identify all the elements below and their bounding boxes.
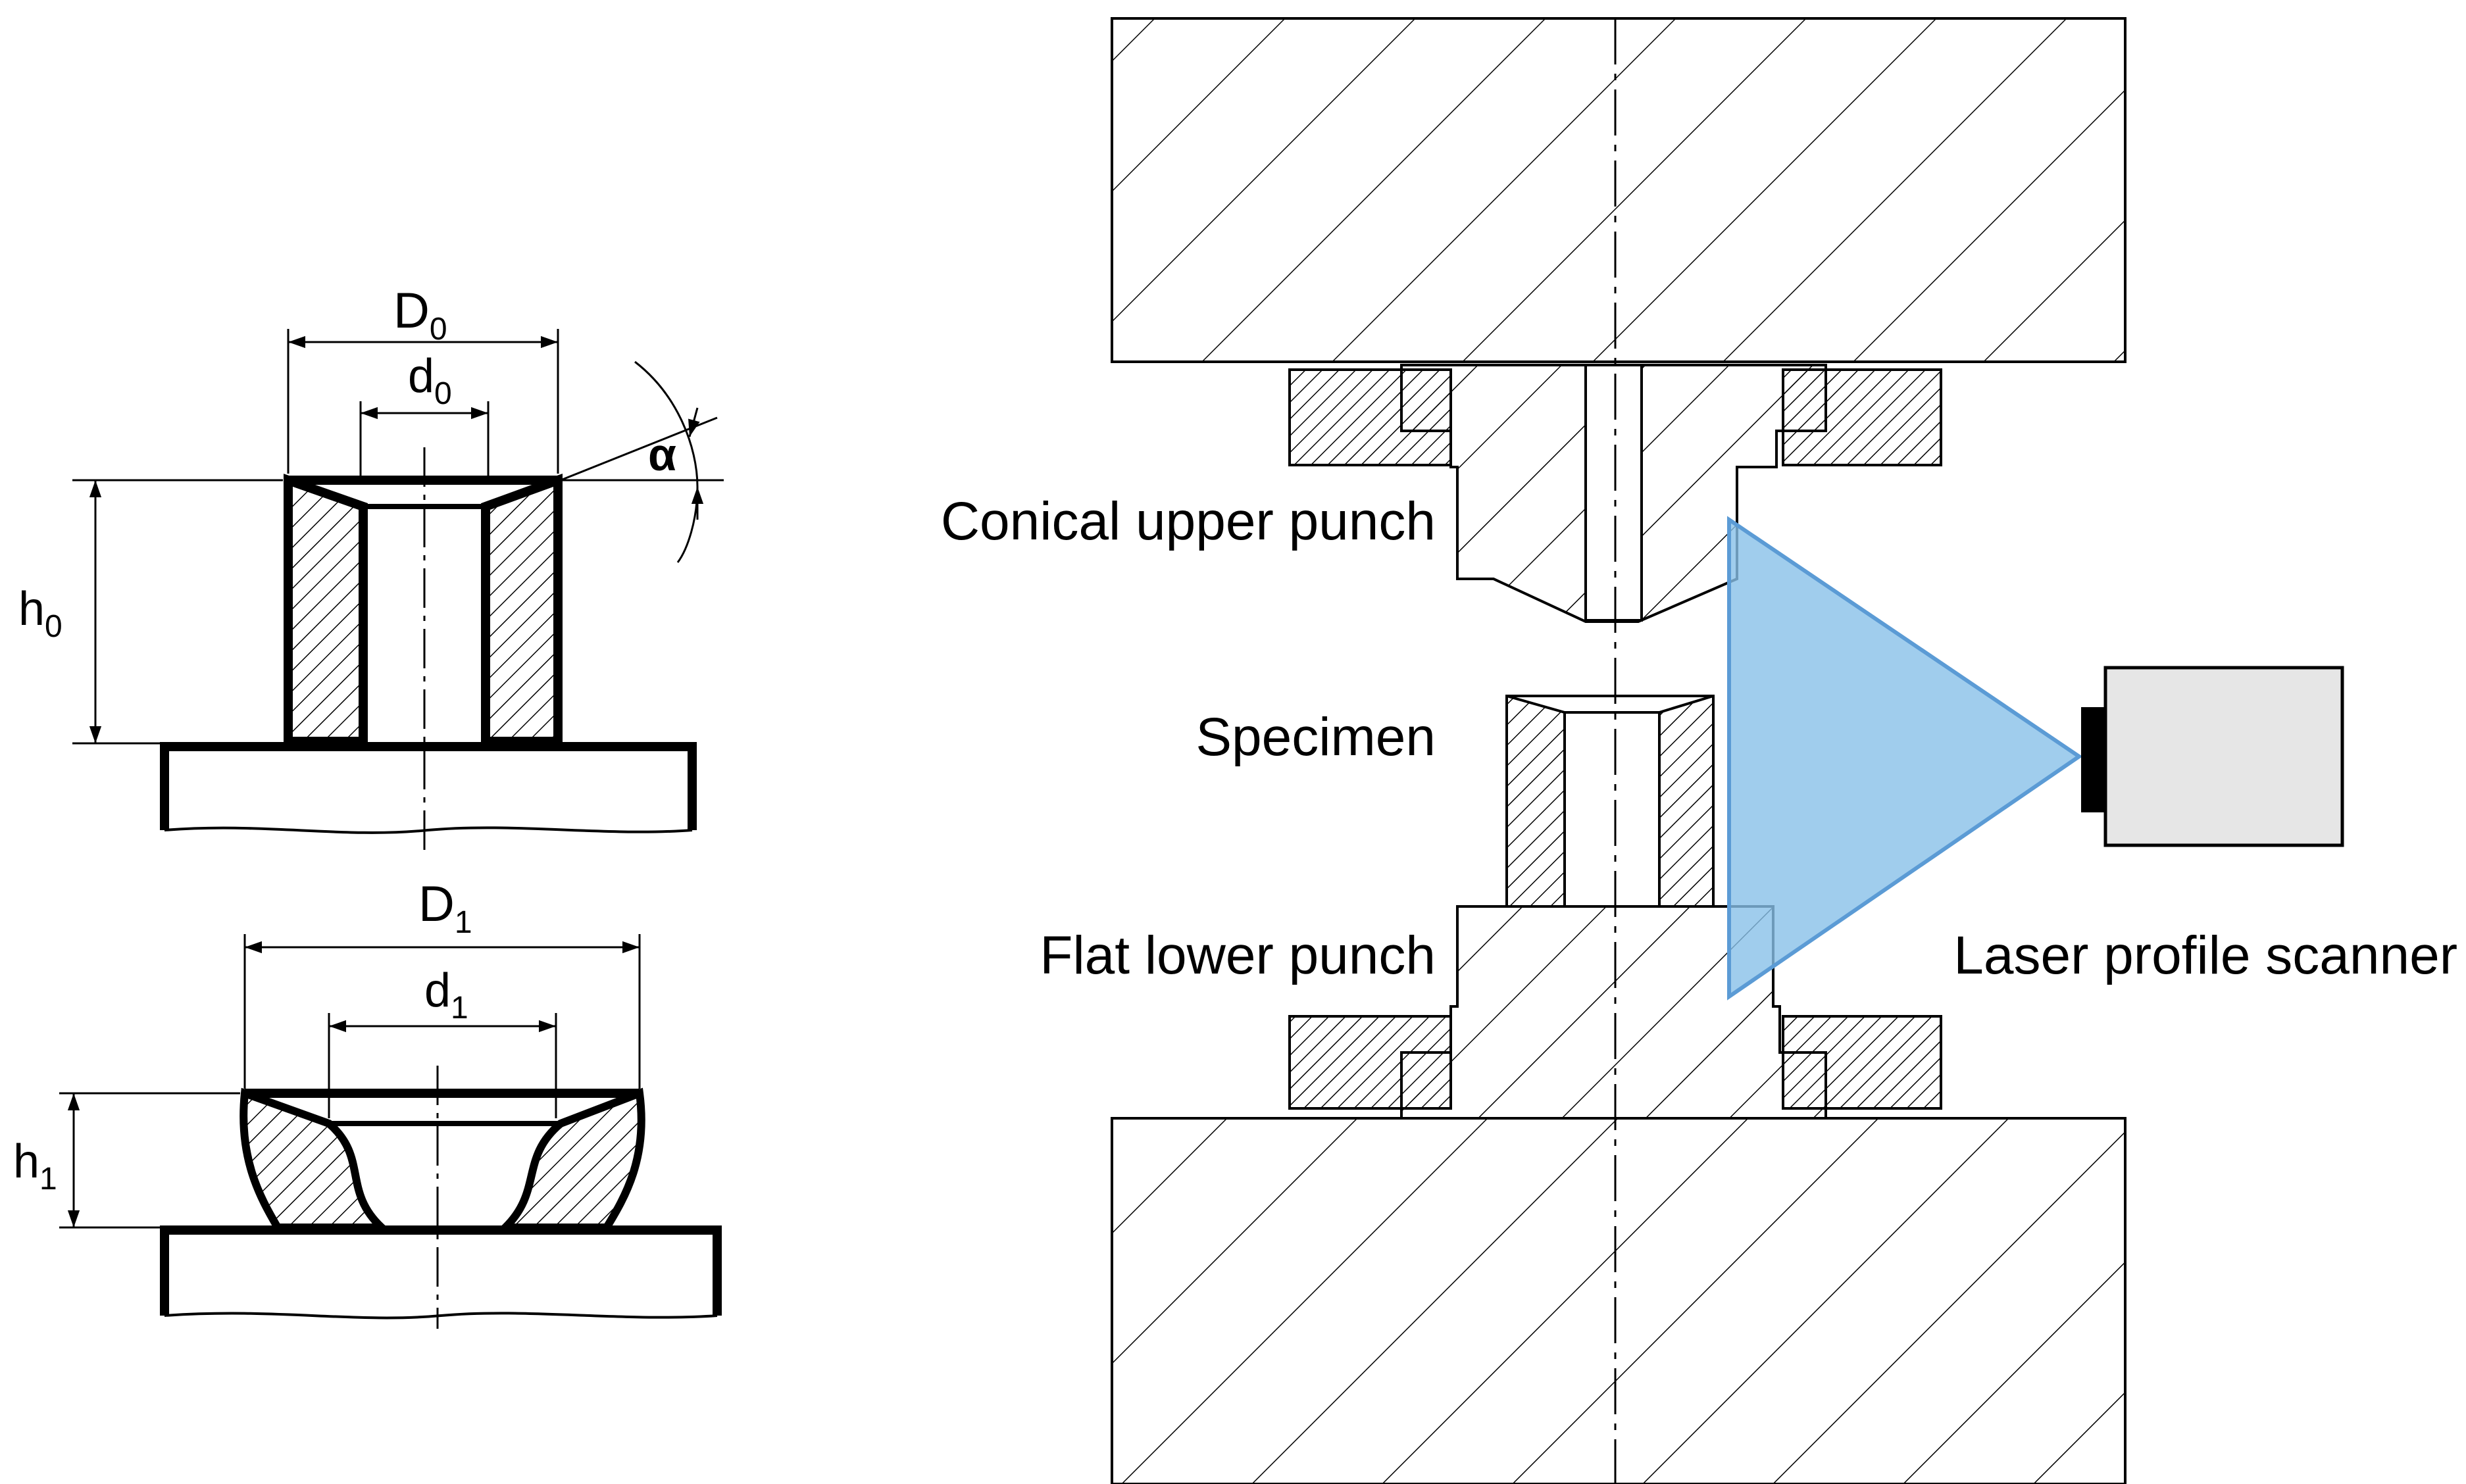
upper-die-block (1111, 17, 2126, 363)
deformed-base-plate (160, 1225, 722, 1316)
cone-angle-label: α (648, 429, 676, 480)
deformed-right-wall (495, 1087, 645, 1231)
inner-diameter-initial-label: d (408, 350, 434, 403)
height-initial-label: h (18, 583, 45, 635)
lower-left-retainer (1288, 1015, 1452, 1110)
laser-profile-scanner-body (2103, 666, 2344, 847)
initial-base-plate (160, 742, 697, 830)
specimen-left-wall (1505, 695, 1566, 908)
laser-profile-scanner-label: Laser profile scanner (1953, 926, 2457, 985)
initial-left-wall (284, 474, 368, 746)
outer-diameter-initial-subscript: 0 (430, 312, 447, 347)
inner-diameter-deformed-label: d (424, 964, 451, 1017)
height-deformed-subscript: 1 (39, 1162, 57, 1197)
svg-text:h1: h1 (13, 1135, 57, 1197)
outer-diameter-deformed-label: D (418, 876, 455, 932)
svg-text:d0: d0 (408, 350, 452, 411)
deformed-base-break-line (164, 1312, 718, 1320)
svg-text:h0: h0 (18, 583, 63, 644)
initial-base-break-line (164, 826, 693, 834)
initial-specimen-drawing: D0 d0 h0 α (18, 283, 724, 855)
deformed-specimen-drawing: D1 d1 h1 (13, 876, 722, 1329)
height-deformed-label: h (13, 1135, 39, 1188)
laser-beam (1727, 516, 2083, 1001)
svg-text:d1: d1 (424, 964, 468, 1026)
initial-right-wall (481, 474, 563, 746)
test-setup-drawing (1111, 17, 2344, 1484)
flat-lower-punch-label: Flat lower punch (1040, 926, 1436, 985)
outer-diameter-deformed-subscript: 1 (455, 905, 472, 940)
deformed-left-wall (239, 1087, 392, 1231)
lower-die-block (1111, 1117, 2126, 1484)
svg-text:D0: D0 (393, 283, 447, 347)
height-initial-subscript: 0 (45, 609, 63, 644)
alpha-arc (634, 360, 699, 563)
specimen-label: Specimen (1195, 707, 1436, 767)
outer-diameter-initial-label: D (393, 283, 430, 339)
upper-punch-bore (1584, 364, 1643, 622)
specimen-chamfer-top (1506, 695, 1714, 714)
inner-diameter-deformed-subscript: 1 (451, 991, 468, 1026)
conical-upper-punch-label: Conical upper punch (941, 491, 1436, 551)
lower-right-retainer (1782, 1015, 1942, 1110)
specimen-right-wall (1658, 695, 1715, 908)
inner-diameter-initial-subscript: 0 (434, 376, 452, 411)
svg-text:D1: D1 (418, 876, 472, 940)
scanner-lens (2081, 707, 2107, 812)
